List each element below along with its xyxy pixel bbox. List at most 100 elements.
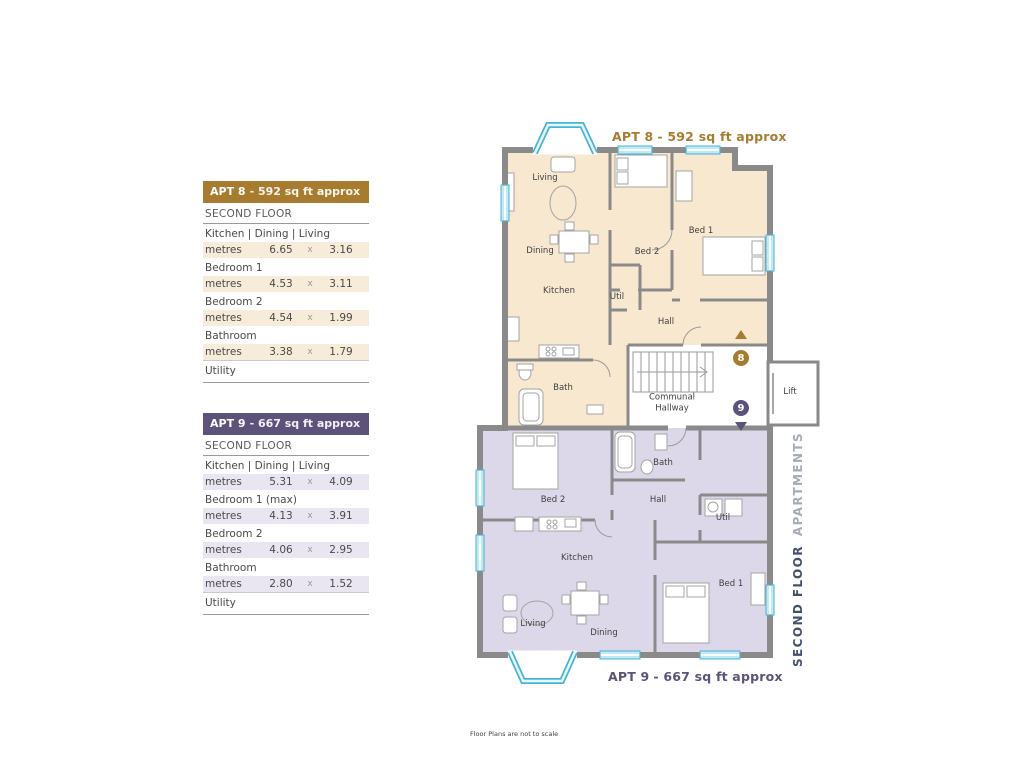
unit-label: metres bbox=[205, 476, 242, 488]
room-name: Bedroom 2 bbox=[205, 528, 263, 540]
room-name: Bedroom 1 bbox=[205, 262, 263, 274]
room-label-bed2-9: Bed 2 bbox=[540, 495, 566, 505]
apt8-floor-label: SECOND FLOOR bbox=[203, 203, 369, 224]
dim-b: 3.16 bbox=[329, 244, 353, 256]
arrow-up-icon bbox=[735, 330, 747, 339]
room-label-bed2-8: Bed 2 bbox=[634, 247, 660, 257]
apt9-number-badge: 9 bbox=[731, 398, 751, 418]
side-caption: SECOND FLOOR APARTMENTS bbox=[791, 431, 811, 667]
arrow-down-icon bbox=[735, 422, 747, 431]
lift-label: Lift bbox=[783, 387, 797, 397]
room-dims: metres 2.80 x 1.52 bbox=[203, 576, 369, 592]
dim-sep: x bbox=[307, 347, 313, 357]
furniture bbox=[502, 154, 766, 644]
utility-row: Utility bbox=[203, 592, 369, 615]
room-label-dining-8: Dining bbox=[526, 246, 554, 256]
apt8-table-header: APT 8- 592 sq ft approx bbox=[203, 181, 369, 203]
dim-a: 6.65 bbox=[269, 244, 293, 256]
room-label-living-9: Living bbox=[520, 619, 546, 629]
dim-b: 1.99 bbox=[329, 312, 353, 324]
room-label-hall-9: Hall bbox=[649, 495, 667, 505]
dim-sep: x bbox=[307, 545, 313, 555]
room-name: Kitchen | Dining | Living bbox=[205, 460, 331, 472]
room-label-hall-8: Hall bbox=[657, 317, 675, 327]
apt9-title-text: APT 9 bbox=[210, 417, 246, 430]
dim-a: 3.38 bbox=[269, 346, 293, 358]
utility-row: Utility bbox=[203, 360, 369, 383]
dim-b: 1.52 bbox=[329, 578, 353, 590]
room-label-bath-9: Bath bbox=[653, 458, 673, 468]
stairs bbox=[632, 351, 714, 393]
dim-a: 4.13 bbox=[269, 510, 293, 522]
unit-label: metres bbox=[205, 544, 242, 556]
room-label-bath-8: Bath bbox=[553, 383, 573, 393]
dim-b: 4.09 bbox=[329, 476, 353, 488]
apt9-spec-table: APT 9- 667 sq ft approx SECOND FLOOR Kit… bbox=[203, 413, 369, 615]
dim-b: 3.11 bbox=[329, 278, 353, 290]
dim-b: 1.79 bbox=[329, 346, 353, 358]
floorplan-drawing bbox=[475, 122, 820, 684]
dim-a: 4.06 bbox=[269, 544, 293, 556]
dim-sep: x bbox=[307, 245, 313, 255]
room-label-dining-9: Dining bbox=[590, 628, 618, 638]
room-label-kitchen-8: Kitchen bbox=[543, 286, 575, 296]
apt9-title-area: - 667 sq ft approx bbox=[249, 417, 361, 430]
dim-a: 4.53 bbox=[269, 278, 293, 290]
dim-a: 4.54 bbox=[269, 312, 293, 324]
unit-label: metres bbox=[205, 346, 242, 358]
dim-sep: x bbox=[307, 579, 313, 589]
dim-sep: x bbox=[307, 313, 313, 323]
apt8-title-text: APT 8 bbox=[210, 185, 246, 198]
room-dims: metres 5.31 x 4.09 bbox=[203, 474, 369, 490]
unit-label: metres bbox=[205, 510, 242, 522]
communal-hallway-label: Communal Hallway bbox=[649, 392, 695, 413]
interior-walls bbox=[480, 150, 770, 655]
unit-label: metres bbox=[205, 312, 242, 324]
apt8-plan-title: APT 8- 592 sq ft approx bbox=[612, 129, 787, 144]
dim-b: 3.91 bbox=[329, 510, 353, 522]
room-name: Bedroom 2 bbox=[205, 296, 263, 308]
dim-a: 2.80 bbox=[269, 578, 293, 590]
room-name: Bathroom bbox=[205, 562, 257, 574]
apt9-plan-title-area: - 667 sq ft approx bbox=[653, 669, 783, 684]
room-dims: metres 3.38 x 1.79 bbox=[203, 344, 369, 360]
side-caption-light: APARTMENTS bbox=[791, 431, 805, 537]
room-dims: metres 4.13 x 3.91 bbox=[203, 508, 369, 524]
room-dims: metres 4.54 x 1.99 bbox=[203, 310, 369, 326]
room-label-living-8: Living bbox=[532, 173, 558, 183]
room-dims: metres 4.53 x 3.11 bbox=[203, 276, 369, 292]
apt8-spec-table: APT 8- 592 sq ft approx SECOND FLOOR Kit… bbox=[203, 181, 369, 383]
room-label-util-9: Util bbox=[715, 513, 731, 523]
room-name: Bathroom bbox=[205, 330, 257, 342]
side-caption-bold: SECOND FLOOR bbox=[791, 545, 805, 667]
dim-b: 2.95 bbox=[329, 544, 353, 556]
room-name: Kitchen | Dining | Living bbox=[205, 228, 331, 240]
unit-label: metres bbox=[205, 278, 242, 290]
door-arcs bbox=[592, 229, 702, 538]
apt9-plan-title-text: APT 9 bbox=[608, 669, 650, 684]
windows bbox=[475, 122, 775, 684]
apt9-table-header: APT 9- 667 sq ft approx bbox=[203, 413, 369, 435]
unit-label: metres bbox=[205, 578, 242, 590]
apt9-floor-label: SECOND FLOOR bbox=[203, 435, 369, 456]
dim-sep: x bbox=[307, 477, 313, 487]
room-label-bed1-9: Bed 1 bbox=[718, 579, 744, 589]
lift-shaft bbox=[766, 360, 820, 427]
apt8-plan-title-area: - 592 sq ft approx bbox=[657, 129, 787, 144]
dim-a: 5.31 bbox=[269, 476, 293, 488]
dim-sep: x bbox=[307, 511, 313, 521]
communal-line1: Communal bbox=[648, 392, 696, 403]
unit-label: metres bbox=[205, 244, 242, 256]
room-name: Bedroom 1 (max) bbox=[205, 494, 297, 506]
room-label-util-8: Util bbox=[609, 292, 625, 302]
dim-sep: x bbox=[307, 279, 313, 289]
disclaimer-text: Floor Plans are not to scale bbox=[470, 730, 559, 738]
apt8-plan-title-text: APT 8 bbox=[612, 129, 654, 144]
apt9-plan-title: APT 9- 667 sq ft approx bbox=[608, 669, 783, 684]
room-label-kitchen-9: Kitchen bbox=[561, 553, 593, 563]
room-label-bed1-8: Bed 1 bbox=[688, 226, 714, 236]
apt8-title-area: - 592 sq ft approx bbox=[249, 185, 361, 198]
room-dims: metres 4.06 x 2.95 bbox=[203, 542, 369, 558]
communal-line2: Hallway bbox=[655, 403, 689, 413]
